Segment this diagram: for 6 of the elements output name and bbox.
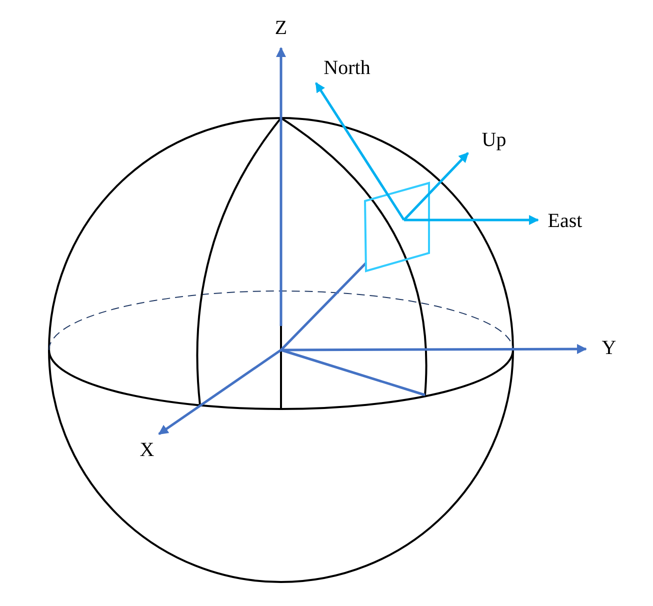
axis-label: North <box>324 58 370 78</box>
axis-label: East <box>548 211 582 231</box>
axis-label: Z <box>274 18 288 38</box>
axis-label: Up <box>482 130 506 150</box>
axis-label: X <box>140 440 154 460</box>
axis-label: Y <box>602 338 616 358</box>
